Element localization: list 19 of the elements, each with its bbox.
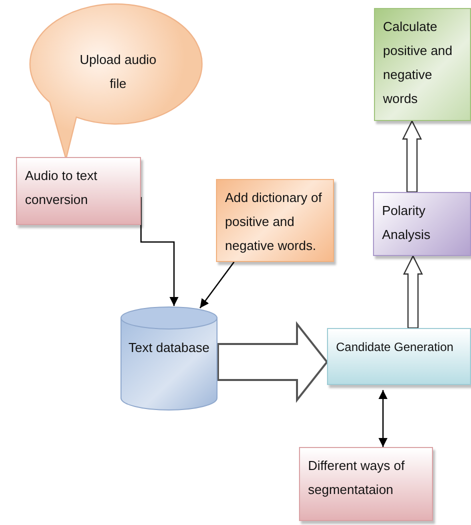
note-box [216, 179, 334, 262]
node-label: Candidate Generation [336, 339, 454, 356]
arrow [199, 262, 235, 308]
node-label: Different ways of segmentataion [308, 457, 406, 499]
node-label: Audio to text conversion [25, 167, 98, 209]
node-label: Polarity Analysis [382, 202, 432, 244]
process-box [327, 328, 471, 385]
block-arrow [217, 321, 328, 403]
process-box [374, 8, 471, 121]
process-box [299, 447, 433, 521]
block-arrow [402, 120, 422, 193]
process-box [373, 192, 471, 256]
node-label: Add dictionary of positive and negative words. [225, 189, 323, 255]
block-arrow [403, 254, 423, 329]
process-box [16, 157, 141, 225]
node-label: Calculate positive and negative words [383, 18, 454, 108]
node-label: Upload audio file [78, 51, 158, 93]
node-label: Text database [128, 339, 210, 357]
arrow [378, 390, 388, 447]
